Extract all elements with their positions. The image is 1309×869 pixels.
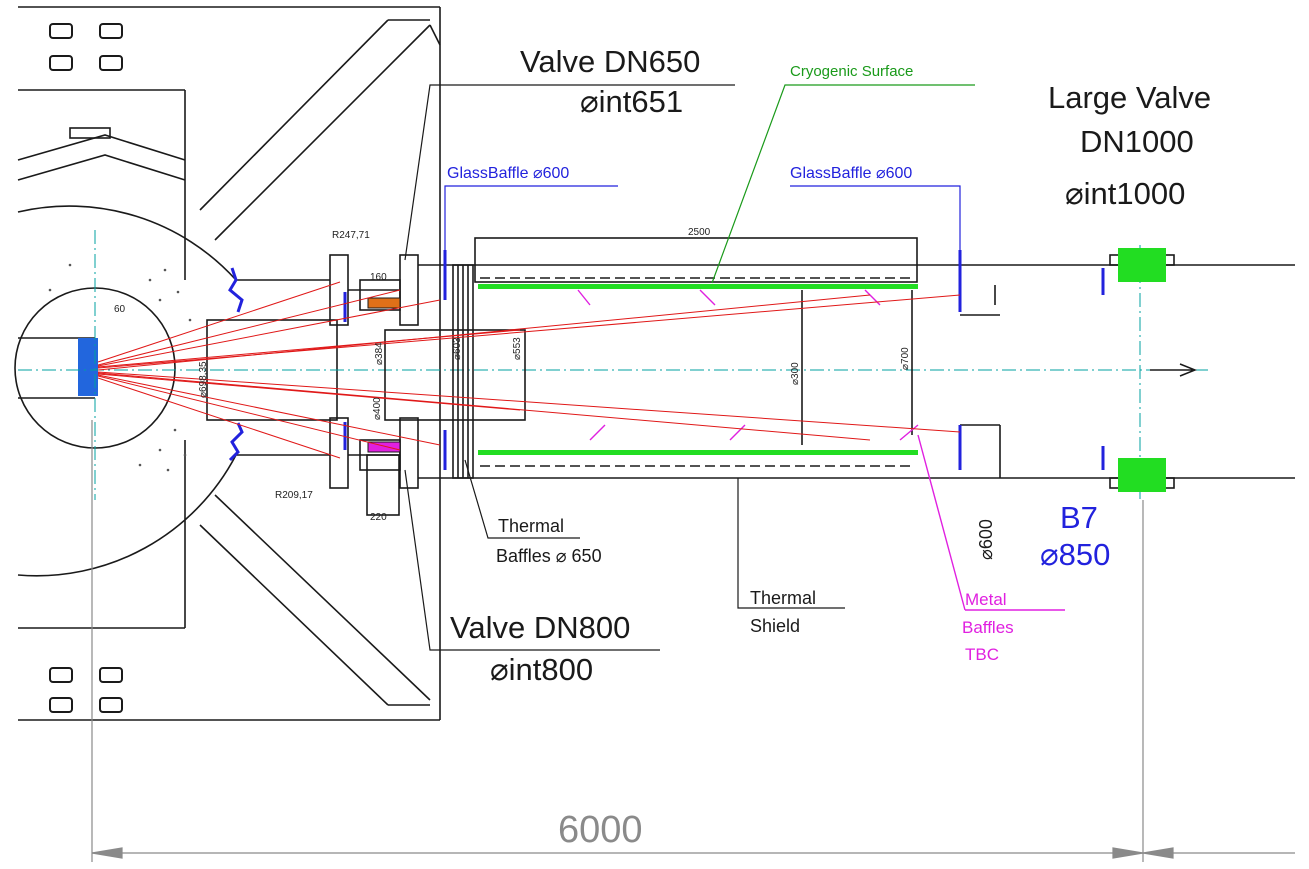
label-valve-dn650: Valve DN650 xyxy=(520,44,700,79)
dim-dia384: ⌀384 xyxy=(374,342,385,365)
label-glass-baffle-right: GlassBaffle ⌀600 xyxy=(790,165,912,182)
label-metal-baffles-3: TBC xyxy=(965,645,999,664)
label-overall-length: 6000 xyxy=(558,809,643,851)
valve-seal-lower xyxy=(367,441,401,453)
cryogenic-surface xyxy=(478,248,1166,492)
valve-seal-upper xyxy=(367,297,401,309)
dim-60: 60 xyxy=(114,304,126,315)
sphere-port-seals xyxy=(228,267,244,462)
dim-dia400: ⌀400 xyxy=(372,397,383,420)
label-b7-diameter: ⌀850 xyxy=(1040,537,1110,572)
label-glass-baffle-left: GlassBaffle ⌀600 xyxy=(447,165,569,182)
dim-dia700: ⌀700 xyxy=(900,347,911,370)
label-large-valve-int: ⌀int1000 xyxy=(1065,176,1185,211)
chamber-dots xyxy=(48,263,192,472)
target-block xyxy=(78,338,98,396)
label-metal-baffles-1: Metal xyxy=(965,590,1007,609)
dim-r247: R247,71 xyxy=(332,230,370,241)
beam-direction-arrow xyxy=(1150,363,1198,377)
label-large-valve-dn: DN1000 xyxy=(1080,124,1194,159)
glass-baffle-leader-left xyxy=(444,185,618,250)
dim-dia-chamber: ⌀698,35 xyxy=(198,361,209,398)
optical-axis xyxy=(18,230,1210,500)
access-ports-bottom xyxy=(49,667,123,713)
vacuum-chamber xyxy=(14,6,441,721)
label-valve-dn650-int: ⌀int651 xyxy=(580,84,683,119)
beam-rays xyxy=(97,281,961,459)
label-b7: B7 xyxy=(1060,500,1098,535)
dim-220: 220 xyxy=(370,512,387,523)
access-ports-top xyxy=(49,23,123,71)
dim-dia553: ⌀553 xyxy=(512,337,523,360)
label-thermal-shield-2: Shield xyxy=(750,616,800,636)
label-valve-dn800: Valve DN800 xyxy=(450,610,630,645)
dim-dia603: ⌀603 xyxy=(452,337,463,360)
dim-2500: 2500 xyxy=(688,227,711,238)
cryogenic-leader xyxy=(711,84,975,284)
label-valve-dn800-int: ⌀int800 xyxy=(490,652,593,687)
valve-flanges xyxy=(329,254,526,516)
label-thermal-baffles-2: Baffles ⌀ 650 xyxy=(496,546,602,566)
glass-baffle-leader-right xyxy=(790,185,961,250)
label-thermal-baffles-1: Thermal xyxy=(498,516,564,536)
metal-baffles xyxy=(577,289,1065,611)
glass-baffles xyxy=(443,250,1105,470)
dim-600-vertical: ⌀600 xyxy=(976,519,996,560)
dim-160: 160 xyxy=(370,272,387,283)
label-cryogenic-surface: Cryogenic Surface xyxy=(790,63,913,80)
label-large-valve: Large Valve xyxy=(1048,80,1211,115)
label-thermal-shield-1: Thermal xyxy=(750,588,816,608)
dim-dia300: ⌀300 xyxy=(790,362,801,385)
label-metal-baffles-2: Baffles xyxy=(962,618,1014,637)
dim-r209: R209,17 xyxy=(275,490,313,501)
overall-dimension xyxy=(91,420,1295,862)
leader-lines xyxy=(404,84,845,651)
